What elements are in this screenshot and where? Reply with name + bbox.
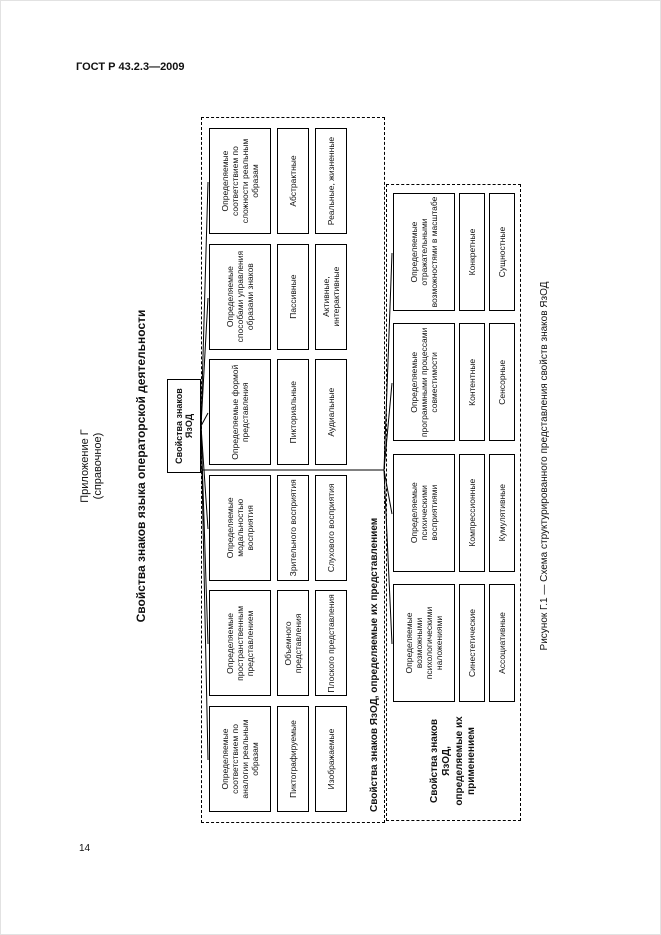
property-value-box: Контентные <box>459 323 485 442</box>
representation-properties-box: Определяемые соответствием по аналогии р… <box>201 117 385 823</box>
property-column: Определяемые модальностью восприятия Зри… <box>209 474 353 581</box>
property-header-box: Определяемые формой представления <box>209 359 271 466</box>
property-value-box: Синестетические <box>459 584 485 702</box>
property-value-box: Пиктографируемые <box>277 706 309 812</box>
property-column: Определяемые отражательными возможностям… <box>393 193 519 312</box>
rotated-figure-canvas: Приложение Г (справочное) Свойства знако… <box>74 61 564 871</box>
application-properties-box: Свойства знаков ЯзОД, определяемые их пр… <box>386 184 521 821</box>
property-value-box: Слухового восприятия <box>315 474 347 581</box>
property-header-box: Определяемые программными процессами сов… <box>393 323 455 442</box>
property-header-box: Определяемые пространственным представле… <box>209 590 271 697</box>
property-column: Определяемые формой представления Пиктор… <box>209 359 353 466</box>
application-group-label: Свойства знаков ЯзОД, определяемые их пр… <box>428 716 478 806</box>
property-value-box: Аудиальные <box>315 359 347 466</box>
property-header-box: Определяемые отражательными возможностям… <box>393 193 455 312</box>
property-column: Определяемые пространственным представле… <box>209 590 353 697</box>
property-column: Определяемые психическими восприятиями К… <box>393 453 519 572</box>
representation-group-label: Свойства знаков ЯзОД, определяемые их пр… <box>369 517 380 812</box>
property-value-box: Зрительного восприятия <box>277 474 309 581</box>
property-value-box: Плоского представления <box>315 590 347 697</box>
representation-columns: Определяемые соответствием по аналогии р… <box>209 128 353 812</box>
figure-caption: Рисунок Г.1 — Схема структурированного п… <box>539 281 550 651</box>
property-header-box: Определяемые способами управления образа… <box>209 243 271 350</box>
document-header: ГОСТ Р 43.2.3—2009 <box>76 61 185 73</box>
property-value-box: Пикториальные <box>277 359 309 466</box>
property-value-box: Сенсорные <box>489 323 515 442</box>
property-value-box: Кумулятивные <box>489 453 515 572</box>
root-node-label: Свойства знаков ЯзОД <box>173 388 194 464</box>
property-header-box: Определяемые соответствием по сложности … <box>209 128 271 235</box>
root-node: Свойства знаков ЯзОД <box>167 379 201 473</box>
property-column: Определяемые соответствием по сложности … <box>209 128 353 235</box>
property-value-box: Абстрактные <box>277 128 309 235</box>
property-value-box: Пассивные <box>277 243 309 350</box>
property-column: Определяемые соответствием по аналогии р… <box>209 706 353 812</box>
property-column: Определяемые программными процессами сов… <box>393 323 519 442</box>
application-columns: Определяемые возможными психологическими… <box>393 193 519 702</box>
property-value-box: Конкретные <box>459 193 485 312</box>
page-number: 14 <box>79 843 91 854</box>
property-header-box: Определяемые модальностью восприятия <box>209 474 271 581</box>
connector-lines <box>200 181 393 761</box>
property-value-box: Компрессионные <box>459 453 485 572</box>
property-value-box: Реальные, жизненные <box>315 128 347 235</box>
property-value-box: Сущностные <box>489 193 515 312</box>
property-value-box: Объемного представления <box>277 590 309 697</box>
property-header-box: Определяемые соответствием по аналогии р… <box>209 706 271 812</box>
property-header-box: Определяемые возможными психологическими… <box>393 584 455 702</box>
property-value-box: Ассоциативные <box>489 584 515 702</box>
property-value-box: Активные, интерактивные <box>315 243 347 350</box>
property-column: Определяемые способами управления образа… <box>209 243 353 350</box>
property-header-box: Определяемые психическими восприятиями <box>393 453 455 572</box>
property-value-box: Изображаемые <box>315 706 347 812</box>
property-column: Определяемые возможными психологическими… <box>393 584 519 702</box>
